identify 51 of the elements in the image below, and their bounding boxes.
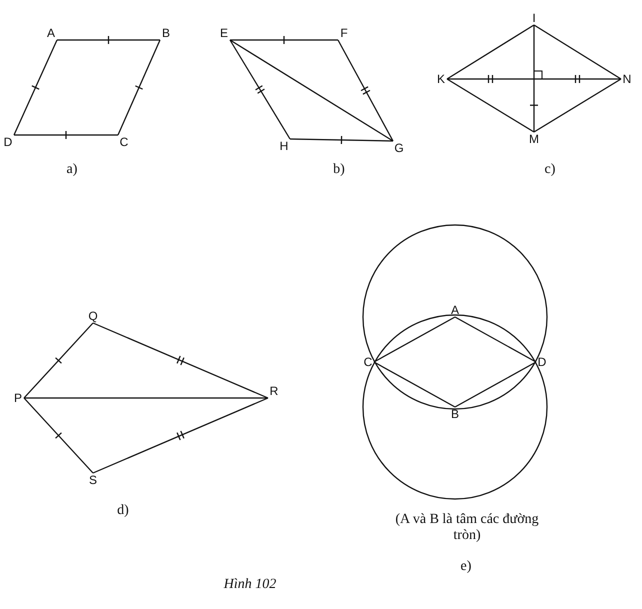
vertex-label: B	[160, 26, 172, 40]
line-segment	[24, 322, 94, 398]
line-segment	[92, 322, 268, 399]
line-segment	[14, 131, 118, 139]
vertex-label: C	[362, 355, 374, 369]
line-segment	[24, 397, 268, 399]
line-segment	[229, 40, 291, 140]
vertex-label: B	[449, 407, 461, 421]
line-segment	[454, 361, 536, 408]
line-segment	[374, 316, 456, 363]
line-segment	[446, 24, 534, 80]
line-segment	[92, 397, 268, 474]
line-segment	[447, 75, 621, 83]
figure-label: a)	[66, 162, 78, 178]
figure-label: d)	[116, 503, 130, 519]
line-segment	[374, 361, 456, 408]
line-segment	[230, 40, 394, 142]
line-segment	[290, 136, 394, 144]
figure-label: b)	[332, 162, 346, 178]
line-segment	[230, 36, 338, 44]
figure-label: c)	[544, 162, 556, 178]
line-segment	[446, 78, 534, 133]
line-segment	[24, 398, 94, 474]
note-text: (A và B là tâm các đường tròn)	[394, 512, 540, 544]
vertex-label: G	[393, 141, 405, 155]
vertex-label: H	[278, 139, 290, 153]
line-segment	[337, 40, 394, 142]
line-segment	[534, 78, 622, 133]
line-segment	[534, 24, 622, 80]
vertex-label: I	[528, 11, 540, 25]
line-segment	[13, 40, 58, 136]
vertex-label: P	[12, 391, 24, 405]
vertex-label: D	[536, 355, 548, 369]
vertex-label: E	[218, 26, 230, 40]
vertex-label: S	[87, 473, 99, 487]
vertex-label: A	[45, 26, 57, 40]
vertex-label: Q	[87, 309, 99, 323]
vertex-label: N	[621, 72, 633, 86]
vertex-label: D	[2, 135, 14, 149]
line-segment	[454, 316, 536, 363]
figure-caption: Hình 102	[222, 577, 278, 593]
vertex-label: R	[268, 384, 280, 398]
vertex-label: C	[118, 135, 130, 149]
vertex-label: A	[449, 303, 461, 317]
vertex-label: M	[528, 132, 540, 146]
vertex-label: K	[435, 72, 447, 86]
line-segment	[117, 40, 161, 136]
line-segment	[530, 25, 538, 132]
vertex-label: F	[338, 26, 350, 40]
figure-label: e)	[460, 559, 472, 575]
line-segment	[57, 36, 160, 44]
